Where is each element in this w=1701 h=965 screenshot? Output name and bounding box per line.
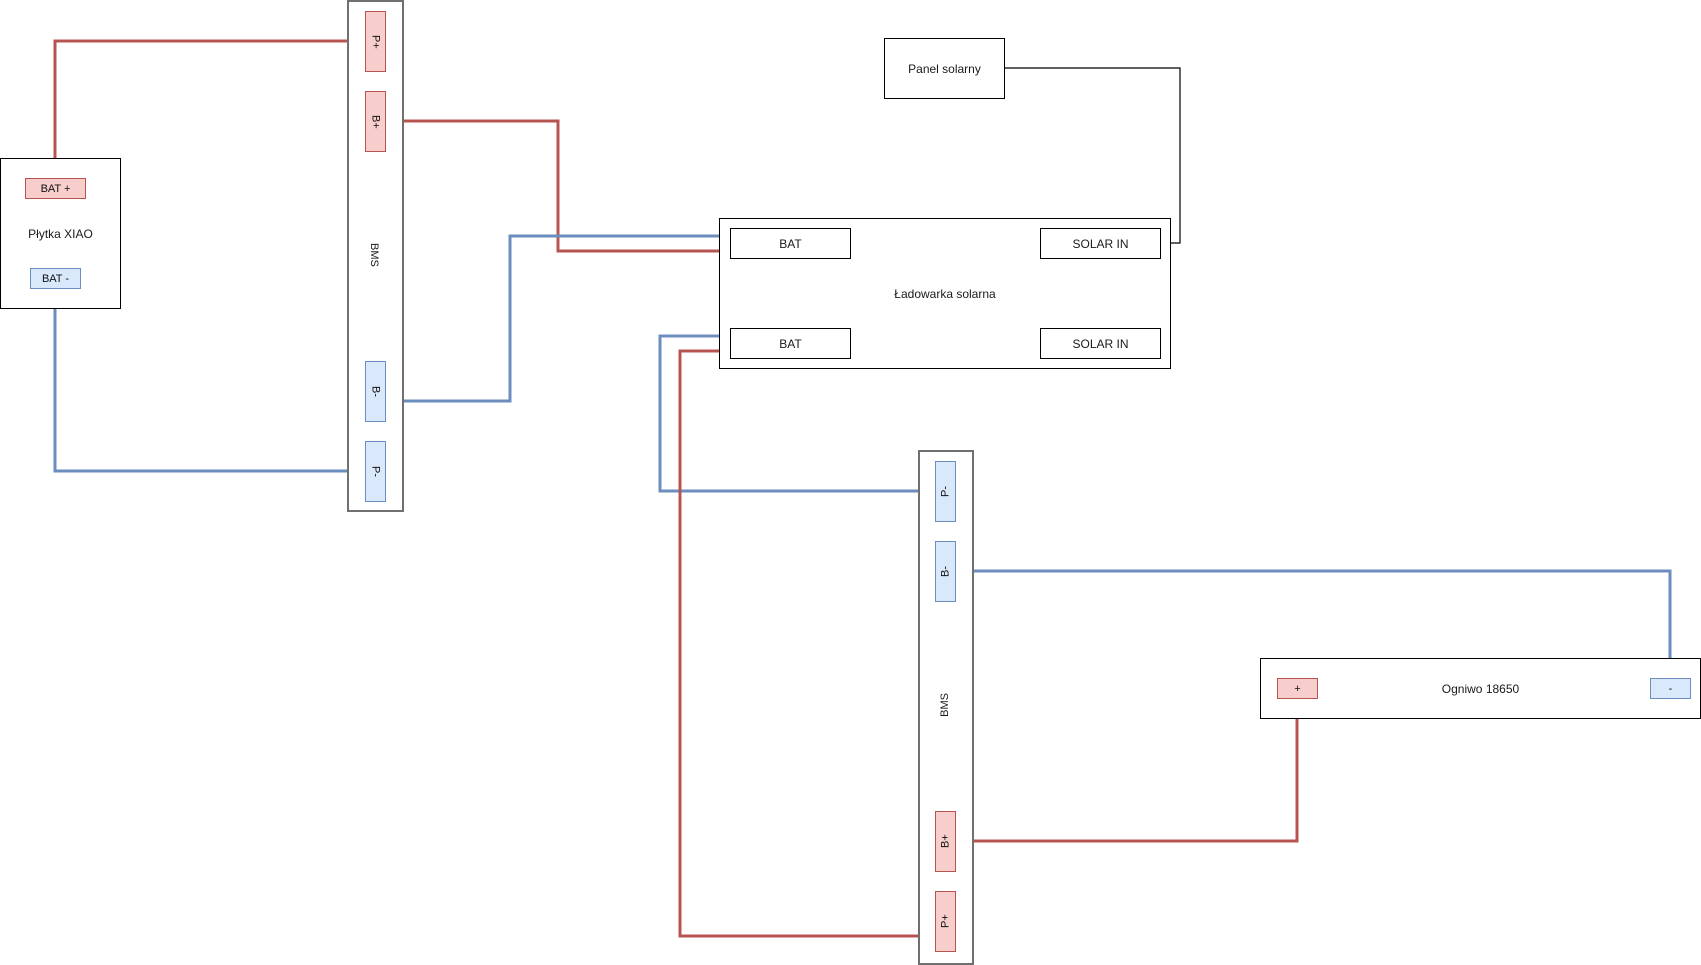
bms-bottom-p-plus-pad[interactable]: P+: [935, 891, 956, 952]
charger-bat-bottom-label: BAT: [779, 336, 802, 351]
charger-bat-top-port[interactable]: BAT: [730, 228, 851, 259]
xiao-bat-minus-label: BAT -: [41, 272, 70, 285]
bms-top-p-minus-label: P-: [369, 466, 382, 477]
wire-bms2-bplus-to-cell-plus: [955, 698, 1299, 843]
bms-bottom-p-plus-label: P+: [939, 914, 952, 929]
bms-top-p-minus-pad[interactable]: P-: [365, 441, 386, 502]
charger-bat-top-label: BAT: [779, 236, 802, 251]
bms-top-b-minus-pad[interactable]: B-: [365, 361, 386, 422]
bms-top-b-plus-pad[interactable]: B+: [365, 91, 386, 152]
xiao-bat-minus-pad[interactable]: BAT -: [30, 268, 81, 289]
bms-top-p-plus-pad[interactable]: P+: [365, 11, 386, 72]
charger-solar-in-bottom-label: SOLAR IN: [1072, 336, 1129, 351]
bms-bottom-b-minus-label: B-: [939, 566, 952, 577]
xiao-bat-plus-label: BAT +: [40, 182, 71, 195]
bms-top-label: BMS: [368, 243, 380, 267]
charger-solar-in-top-port[interactable]: SOLAR IN: [1040, 228, 1161, 259]
xiao-label: Płytka XIAO: [28, 226, 93, 241]
bms-top-b-plus-label: B+: [369, 114, 382, 129]
bms-bottom-p-minus-label: P-: [939, 486, 952, 497]
bms-bottom-b-minus-pad[interactable]: B-: [935, 541, 956, 602]
bms-bottom-p-minus-pad[interactable]: P-: [935, 461, 956, 522]
solar-charger-label: Ładowarka solarna: [894, 286, 996, 301]
wire-charger-bat-to-bms2-pplus: [678, 349, 935, 938]
bms-top-b-minus-label: B-: [369, 386, 382, 397]
charger-solar-in-top-label: SOLAR IN: [1072, 236, 1129, 251]
cell-label: Ogniwo 18650: [1441, 681, 1520, 696]
wire-bms1-bplus-to-charger-bat: [385, 119, 730, 253]
cell-plus-label: +: [1294, 682, 1301, 695]
bms-bottom-label: BMS: [939, 693, 951, 717]
wire-xiao-batplus-to-bms1-pplus: [53, 39, 365, 178]
cell-minus-label: -: [1668, 682, 1673, 695]
wire-xiao-batminus-to-bms1-pminus: [53, 288, 365, 473]
bms-bottom-b-plus-label: B+: [939, 834, 952, 849]
wire-bms2-bminus-to-cell-minus: [955, 569, 1672, 678]
cell-minus-pad[interactable]: -: [1650, 678, 1691, 699]
bms-bottom[interactable]: [918, 450, 974, 965]
xiao-bat-plus-pad[interactable]: BAT +: [25, 178, 86, 199]
charger-bat-bottom-port[interactable]: BAT: [730, 328, 851, 359]
bms-top-p-plus-label: P+: [369, 34, 382, 49]
wire-bms1-bminus-to-charger-bat: [385, 234, 730, 403]
solar-panel[interactable]: Panel solarny: [884, 38, 1005, 99]
cell-18650[interactable]: Ogniwo 18650: [1260, 658, 1701, 719]
cell-plus-pad[interactable]: +: [1277, 678, 1318, 699]
charger-solar-in-bottom-port[interactable]: SOLAR IN: [1040, 328, 1161, 359]
bms-top[interactable]: [347, 0, 404, 512]
solar-panel-label: Panel solarny: [908, 61, 981, 76]
wire-panel-to-solar-in: [1004, 67, 1181, 244]
bms-bottom-b-plus-pad[interactable]: B+: [935, 811, 956, 872]
wire-charger-bat-to-bms2-pminus: [658, 334, 935, 493]
